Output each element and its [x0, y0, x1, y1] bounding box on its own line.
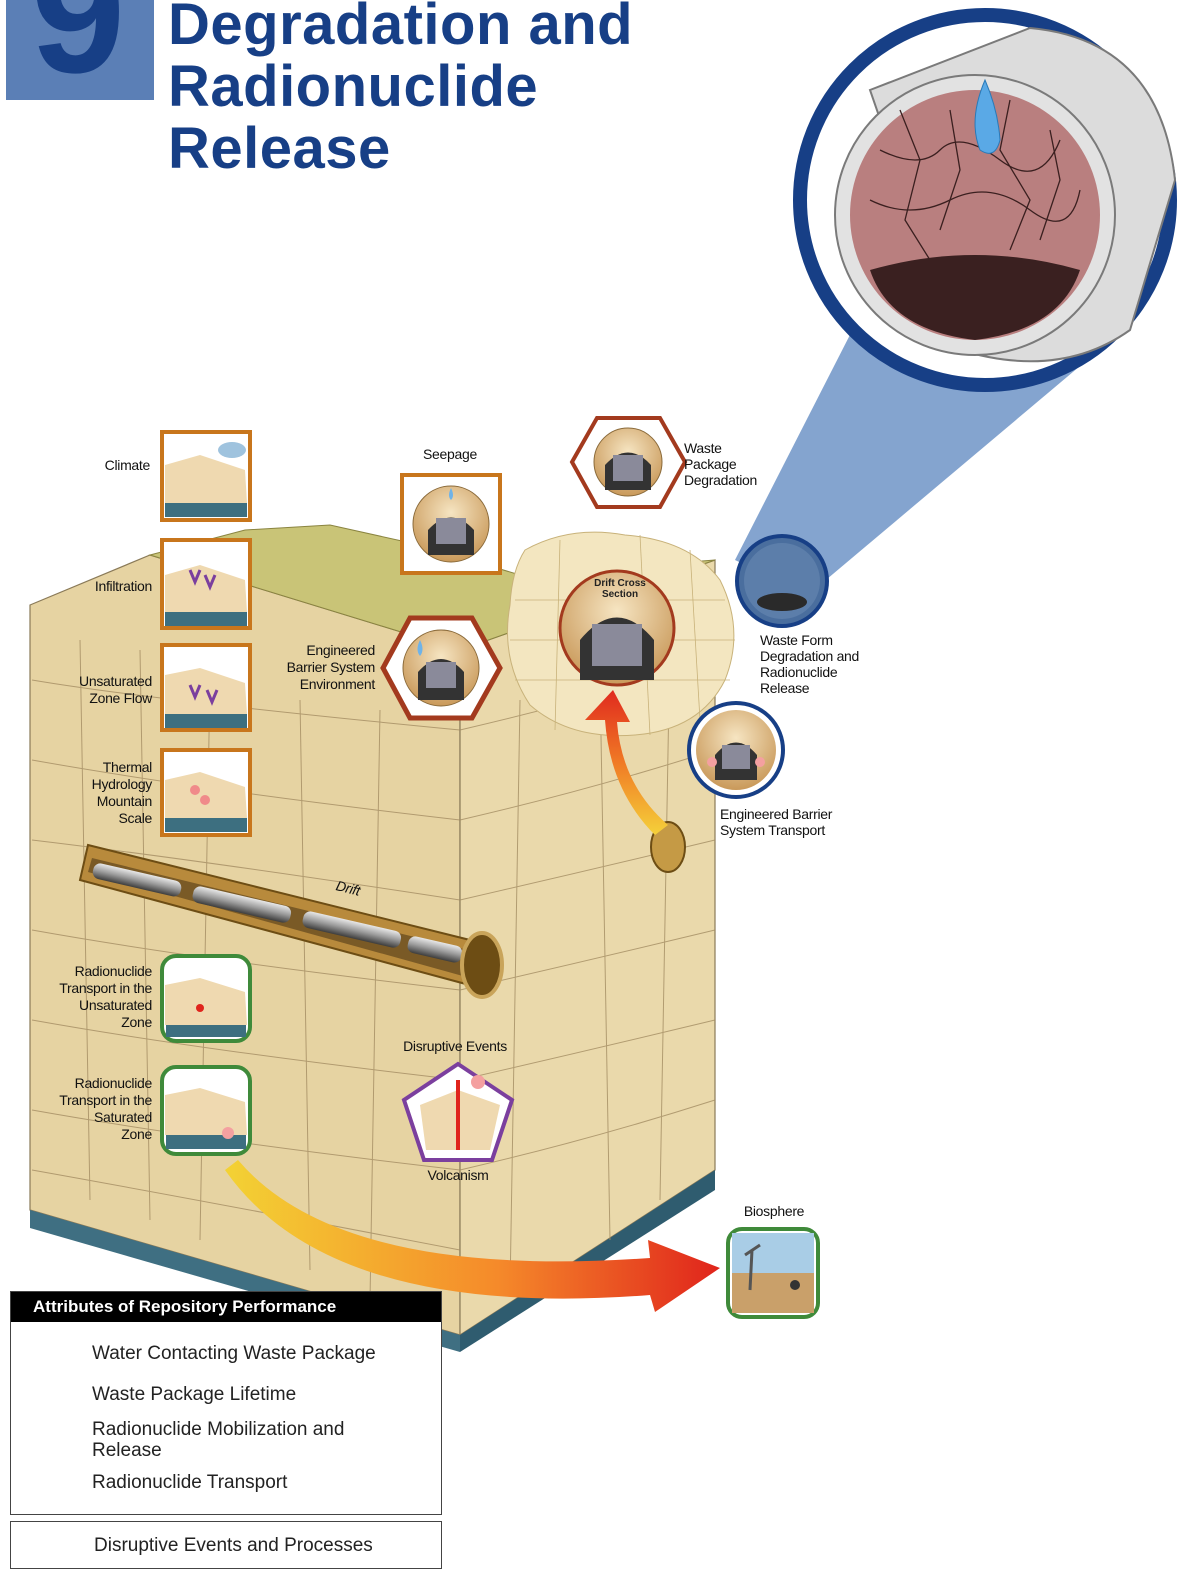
label-climate: Climate [60, 457, 150, 474]
icon-biosphere [728, 1229, 818, 1317]
icon-rt-sz [162, 1067, 250, 1154]
icon-thermal [162, 750, 250, 835]
icon-wp-degradation [572, 418, 685, 507]
legend-heading: Attributes of Repository Performance [11, 1292, 441, 1322]
legend-item-water-contact: Water Contacting Waste Package [92, 1343, 376, 1364]
icon-infiltration [162, 540, 250, 628]
icon-uz-flow [162, 645, 250, 730]
label-volcanism: Volcanism [408, 1167, 508, 1184]
legend-item-transport: Radionuclide Transport [92, 1472, 287, 1493]
label-biosphere: Biosphere [724, 1203, 824, 1220]
label-infiltration: Infiltration [50, 578, 152, 595]
icon-rt-uz [162, 956, 250, 1041]
icon-ebs-transport [689, 703, 783, 797]
legend-item-disruptive: Disruptive Events and Processes [94, 1535, 373, 1556]
label-disruptive-events: Disruptive Events [380, 1038, 530, 1055]
label-seepage: Seepage [400, 446, 500, 463]
magnified-waste-form [800, 15, 1175, 385]
icon-climate [162, 432, 250, 520]
icon-waste-form [737, 536, 827, 626]
icon-seepage [402, 475, 500, 573]
icon-ebs-environment [383, 618, 500, 718]
legend-item-wp-lifetime: Waste Package Lifetime [92, 1384, 296, 1405]
